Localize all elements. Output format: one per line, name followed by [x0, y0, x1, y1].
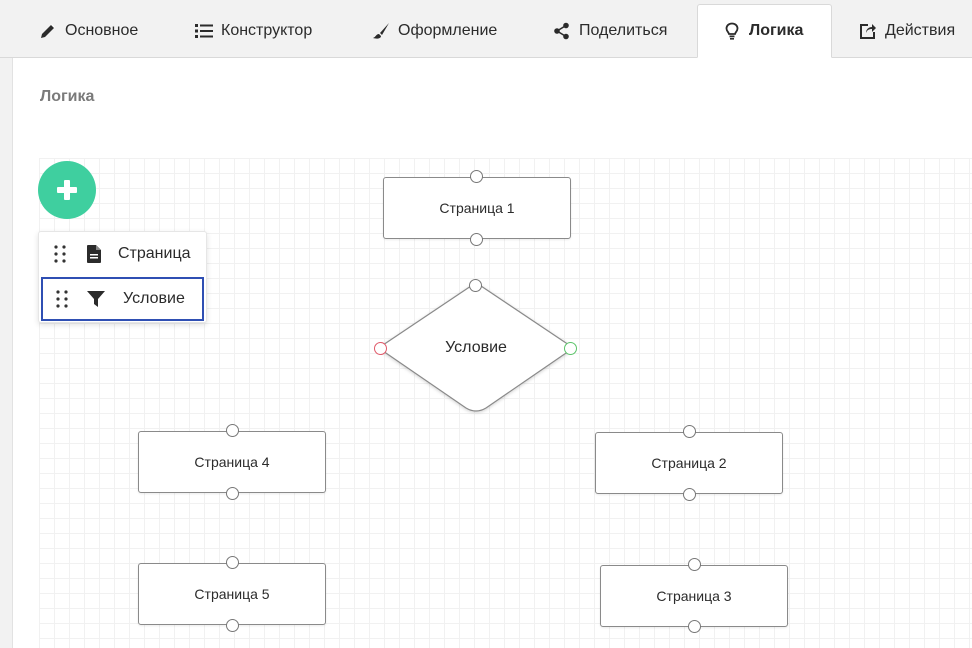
- panel-title: Логика: [40, 88, 95, 105]
- menu-item-label: Условие: [123, 290, 185, 307]
- lightbulb-icon: [722, 21, 742, 41]
- node-page-1[interactable]: Страница 1: [383, 177, 571, 239]
- document-icon: [85, 245, 103, 263]
- node-page-4-input-port[interactable]: [226, 424, 239, 437]
- tab-label: Конструктор: [221, 22, 313, 39]
- node-page-2-output-port[interactable]: [683, 488, 696, 501]
- node-page-2-input-port[interactable]: [683, 425, 696, 438]
- node-page-4[interactable]: Страница 4: [138, 431, 326, 493]
- node-label: Страница 1: [439, 200, 515, 216]
- tab-label: Действия: [885, 22, 956, 39]
- tab-actions[interactable]: Действия: [858, 4, 955, 58]
- add-node-button[interactable]: [38, 161, 96, 219]
- node-page-1-input-port[interactable]: [470, 170, 483, 183]
- tab-label: Основное: [65, 22, 139, 39]
- node-condition-false-port[interactable]: [374, 342, 387, 355]
- node-condition[interactable]: Условие: [374, 280, 578, 416]
- node-page-5[interactable]: Страница 5: [138, 563, 326, 625]
- brush-icon: [371, 21, 391, 41]
- node-page-1-output-port[interactable]: [470, 233, 483, 246]
- node-page-5-output-port[interactable]: [226, 619, 239, 632]
- tab-basic[interactable]: Основное: [38, 4, 138, 58]
- node-page-4-output-port[interactable]: [226, 487, 239, 500]
- tab-logic[interactable]: Логика: [697, 4, 832, 58]
- node-page-2[interactable]: Страница 2: [595, 432, 783, 494]
- tab-label: Поделиться: [579, 22, 668, 39]
- node-page-3-input-port[interactable]: [688, 558, 701, 571]
- menu-item-label: Страница: [118, 245, 191, 262]
- node-page-3[interactable]: Страница 3: [600, 565, 788, 627]
- share-icon: [552, 21, 572, 41]
- add-node-menu: Страница Условие: [38, 231, 207, 323]
- node-label: Страница 5: [194, 586, 270, 602]
- drag-handle-icon[interactable]: [54, 288, 70, 310]
- filter-icon: [87, 290, 105, 308]
- tab-bar: Основное Конструктор Оформление Поделить…: [0, 0, 972, 58]
- node-label: Страница 4: [194, 454, 270, 470]
- node-condition-true-port[interactable]: [564, 342, 577, 355]
- pencil-icon: [38, 21, 58, 41]
- node-condition-input-port[interactable]: [469, 279, 482, 292]
- drag-handle-icon[interactable]: [52, 243, 68, 265]
- list-icon: [194, 21, 214, 41]
- plus-icon: [57, 180, 77, 200]
- tab-label: Оформление: [398, 22, 498, 39]
- node-label: Страница 3: [656, 588, 732, 604]
- node-label: Страница 2: [651, 455, 727, 471]
- tab-label: Логика: [749, 22, 804, 39]
- external-share-icon: [858, 21, 878, 41]
- node-page-5-input-port[interactable]: [226, 556, 239, 569]
- tab-constructor[interactable]: Конструктор: [194, 4, 312, 58]
- node-page-3-output-port[interactable]: [688, 620, 701, 633]
- tab-share[interactable]: Поделиться: [552, 4, 667, 58]
- tab-design[interactable]: Оформление: [371, 4, 497, 58]
- menu-item-condition[interactable]: Условие: [41, 277, 204, 321]
- menu-item-page[interactable]: Страница: [39, 232, 208, 276]
